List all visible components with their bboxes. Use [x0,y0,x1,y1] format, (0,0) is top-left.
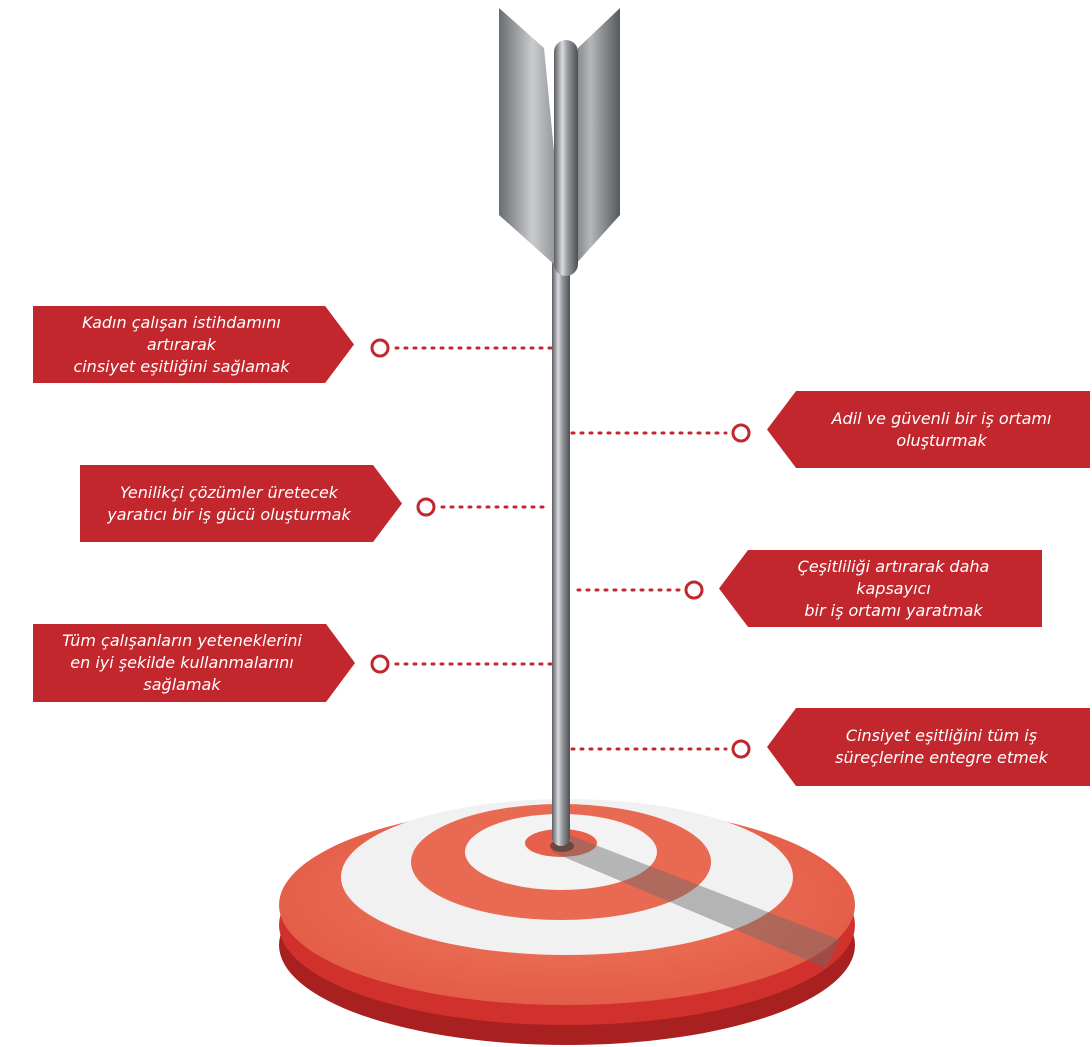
goal-2-line-1: Adil ve güvenli bir iş ortamı [831,408,1052,428]
goal-3-line-2: yaratıcı bir iş gücü oluşturmak [107,504,351,524]
connector-dot-goal-6 [731,739,751,759]
goal-4-line-1: Çeşitliliği artırarak daha kapsayıcı [797,556,990,598]
goal-6-line-2: süreçlerine entegre etmek [835,748,1048,767]
goal-4-line-2: bir iş ortamı yaratmak [804,600,983,620]
arrow-feather-left [499,8,566,275]
goal-5-line-3: sağlamak [143,675,221,694]
goal-1-line-2: cinsiyet eşitliğini sağlamak [73,356,290,376]
arrow-shadow [552,832,840,968]
goal-3-line-1: Yenilikçi çözümler üretecek [119,482,339,502]
connector-dot-goal-3 [416,497,436,517]
goal-label-2: Adil ve güvenli bir iş ortamı oluşturmak [767,391,1090,468]
connector-dot-goal-4 [684,580,704,600]
arrow-shaft [552,230,570,846]
connector-dot-goal-1 [370,338,390,358]
connectors [370,338,751,759]
goal-1-line-1: Kadın çalışan istihdamını artırarak [82,312,281,354]
goal-6-line-1: Cinsiyet eşitliğini tüm iş [845,726,1038,745]
arrow-nock-shaft [554,40,578,276]
goal-label-5: Tüm çalışanların yeteneklerini en iyi şe… [33,624,355,702]
goal-5-line-1: Tüm çalışanların yeteneklerini [62,631,302,650]
goal-label-3: Yenilikçi çözümler üretecek yaratıcı bir… [80,465,402,542]
goal-2-line-2: oluşturmak [896,430,987,450]
goal-5-line-2: en iyi şekilde kullanmalarını [70,653,294,672]
arrow-feather-right [566,8,620,275]
target [279,799,855,1045]
goal-label-1: Kadın çalışan istihdamını artırarak cins… [33,306,354,383]
connector-dot-goal-2 [731,423,751,443]
goal-label-6: Cinsiyet eşitliğini tüm iş süreçlerine e… [767,708,1090,786]
goal-label-4: Çeşitliliği artırarak daha kapsayıcı bir… [719,550,1042,627]
connector-dot-goal-5 [370,654,390,674]
arrow [499,8,620,846]
